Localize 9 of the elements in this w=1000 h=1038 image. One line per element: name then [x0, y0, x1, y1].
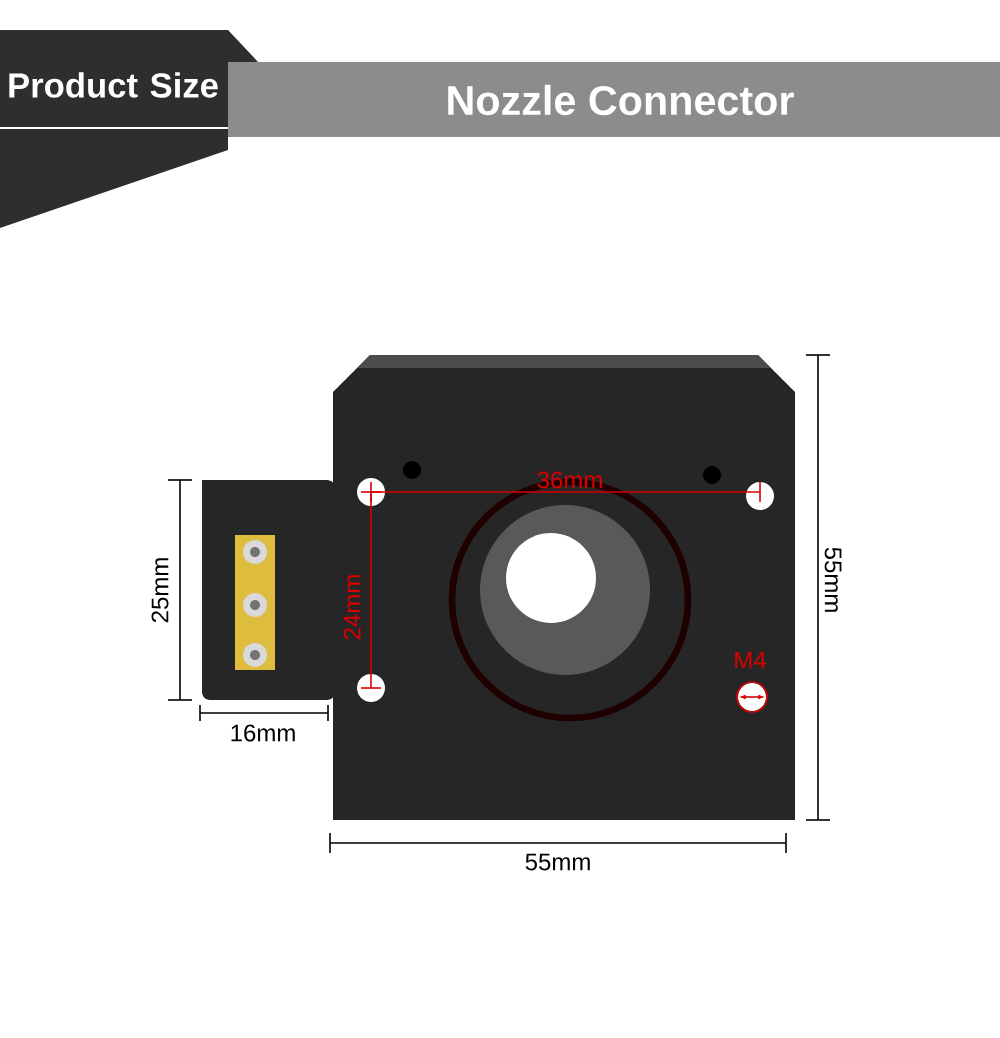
dimension-label: 55mm [824, 547, 842, 612]
dimension-label: 36mm [537, 471, 602, 489]
dimension-label: 16mm [231, 724, 295, 742]
dimension-label: 24mm [343, 575, 361, 640]
dimension-label: 25mm [151, 558, 169, 623]
title-banner: Nozzle Connector [228, 62, 1000, 137]
dimension-label: 55mm [525, 853, 590, 871]
dimension-label: M4 [735, 651, 766, 669]
badge-text: Product Size [9, 72, 218, 98]
